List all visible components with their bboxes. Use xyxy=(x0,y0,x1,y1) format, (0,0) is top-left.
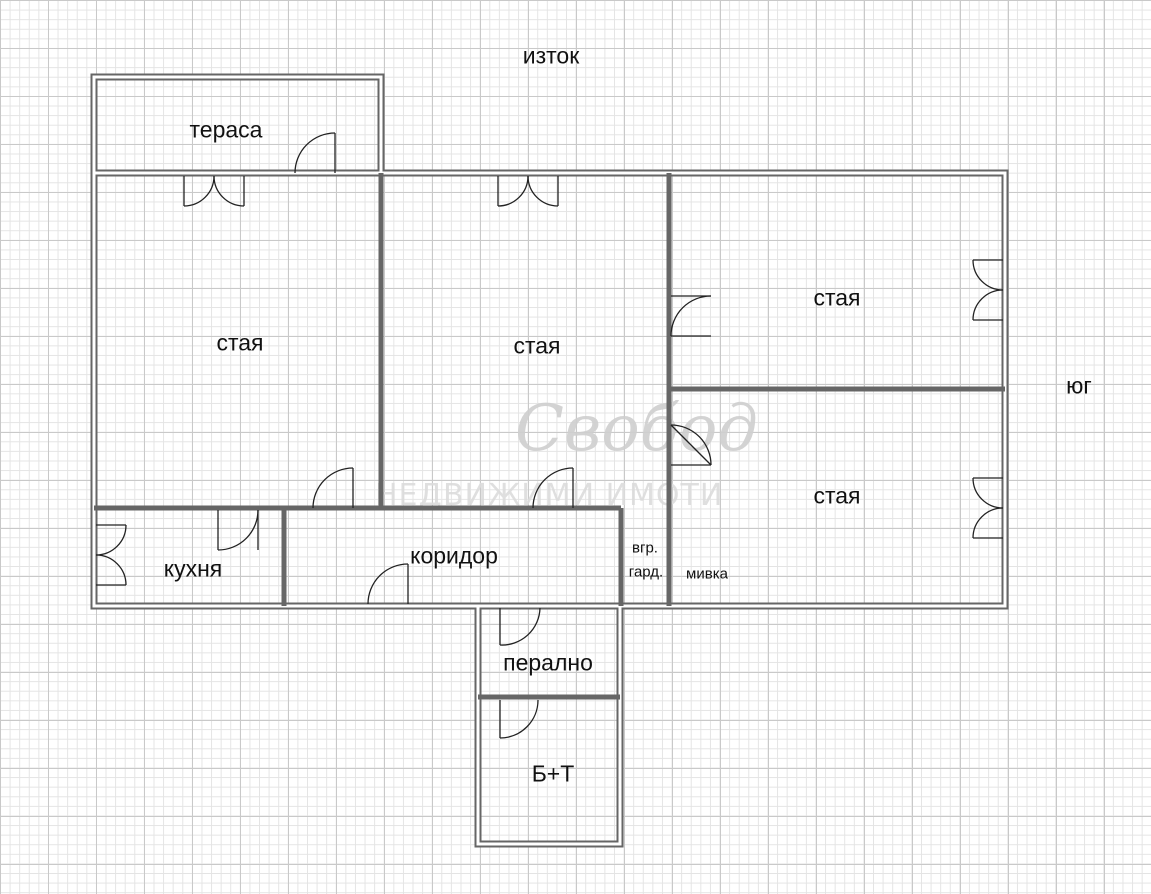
label-room-2: стая xyxy=(513,332,561,359)
door-room1[interactable] xyxy=(312,467,354,509)
orientation-east: изток xyxy=(522,42,580,69)
label-room-1: стая xyxy=(216,329,264,356)
label-wardrobe-line1: вгр. xyxy=(632,539,658,557)
watermark: Свобод НЕДВИЖИМИ ИМОТИ xyxy=(375,392,758,513)
door-room3[interactable] xyxy=(670,295,712,337)
window-room3 xyxy=(972,259,1004,321)
window-kitchen xyxy=(95,524,127,586)
watermark-logo: Свобод xyxy=(515,392,758,466)
door-room2[interactable] xyxy=(532,467,574,509)
orientation-south: юг xyxy=(1066,372,1092,399)
door-terrace[interactable] xyxy=(294,132,336,174)
label-bathroom: Б+Т xyxy=(531,760,575,787)
label-corridor: коридор xyxy=(410,542,498,569)
label-kitchen: кухня xyxy=(163,555,223,582)
label-laundry: перално xyxy=(503,649,593,676)
doors xyxy=(95,132,1004,739)
door-room1-double[interactable] xyxy=(183,175,245,207)
door-bathroom[interactable] xyxy=(499,699,539,739)
door-kitchen[interactable] xyxy=(217,509,259,551)
door-room2-double[interactable] xyxy=(497,175,559,207)
label-room-4: стая xyxy=(813,482,861,509)
label-room-3: стая xyxy=(813,284,861,311)
label-sink: мивка xyxy=(686,565,728,583)
door-laundry[interactable] xyxy=(499,607,541,646)
label-wardrobe-line2: гард. xyxy=(628,563,664,581)
door-room4[interactable] xyxy=(670,424,712,466)
wet-block-wall xyxy=(474,602,624,848)
window-room4 xyxy=(972,477,1004,539)
door-corridor-entrance[interactable] xyxy=(367,563,409,605)
label-terrace: тераса xyxy=(189,116,263,143)
